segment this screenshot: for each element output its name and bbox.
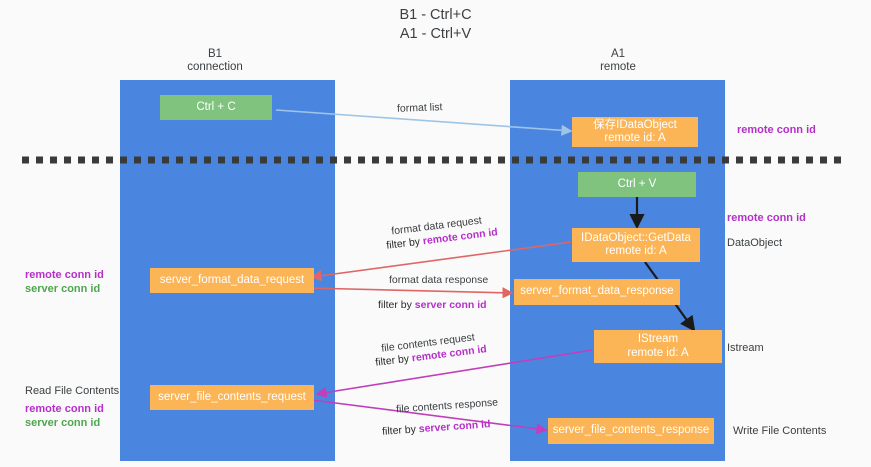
- box-save-idataobject[interactable]: 保存IDataObject remote id: A: [572, 117, 698, 147]
- column-header-a1-name: A1: [610, 48, 626, 60]
- annotation-left-server-conn-id-2: server conn id: [25, 417, 101, 429]
- filter-prefix: filter by: [378, 299, 415, 311]
- filter-prefix: filter by: [381, 423, 420, 438]
- annotation-dataobject: DataObject: [727, 237, 783, 249]
- filter-key-server-conn-id: server conn id: [414, 299, 487, 311]
- arrow-format-data-response: [307, 287, 514, 299]
- box-istream-line2: remote id: A: [627, 346, 689, 359]
- box-idataobject-getdata-line2: remote id: A: [605, 245, 667, 257]
- annotation-left-server-conn-id-1: server conn id: [25, 283, 101, 295]
- box-ctrl-c[interactable]: Ctrl + C: [160, 95, 272, 120]
- edge-label-file-contents-response: file contents response: [395, 396, 499, 416]
- box-server-format-data-response-label: server_format_data_response: [520, 285, 674, 298]
- box-server-format-data-request-label: server_format_data_request: [159, 273, 305, 286]
- annotation-remote-conn-id-top: remote conn id: [737, 124, 816, 136]
- filter-key-server-conn-id: server conn id: [418, 418, 491, 436]
- box-server-file-contents-response[interactable]: server_file_contents_response: [548, 418, 714, 444]
- page-title: B1 - Ctrl+C A1 - Ctrl+V: [0, 6, 871, 44]
- annotation-write-file-contents: Write File Contents: [733, 425, 827, 437]
- edge-label-format-list: format list: [396, 101, 443, 115]
- box-server-file-contents-response-label: server_file_contents_response: [552, 424, 710, 437]
- column-header-a1: A1 remote: [558, 48, 678, 74]
- edge-label-format-data-response: format data response: [389, 274, 489, 286]
- box-server-file-contents-request[interactable]: server_file_contents_request: [150, 385, 314, 410]
- box-server-file-contents-request-label: server_file_contents_request: [158, 390, 306, 403]
- box-save-idataobject-line1: 保存IDataObject: [593, 118, 677, 131]
- column-header-b1-sub: connection: [187, 61, 243, 73]
- column-header-b1-name: B1: [207, 48, 223, 60]
- box-istream[interactable]: IStream remote id: A: [594, 330, 722, 363]
- filter-prefix: filter by: [374, 352, 413, 369]
- box-ctrl-v[interactable]: Ctrl + V: [578, 172, 696, 197]
- column-header-b1: B1 connection: [155, 48, 275, 74]
- box-idataobject-getdata[interactable]: IDataObject::GetData remote id: A: [572, 228, 700, 262]
- annotation-left-remote-conn-id-2: remote conn id: [25, 403, 104, 415]
- edge-label-format-data-response-filter: filter by server conn id: [378, 298, 487, 312]
- annotation-read-file-contents: Read File Contents: [25, 385, 120, 397]
- box-ctrl-v-label: Ctrl + V: [617, 177, 657, 190]
- box-save-idataobject-line2: remote id: A: [604, 132, 666, 144]
- annotation-left-remote-conn-id-1: remote conn id: [25, 269, 104, 281]
- title-line-1: B1 - Ctrl+C: [399, 7, 472, 23]
- box-istream-line1: IStream: [637, 333, 679, 345]
- box-idataobject-getdata-line1: IDataObject::GetData: [581, 231, 691, 244]
- annotation-istream: Istream: [727, 342, 764, 354]
- box-ctrl-c-label: Ctrl + C: [196, 100, 236, 113]
- title-line-2: A1 - Ctrl+V: [399, 26, 472, 42]
- edge-label-file-contents-response-filter: filter by server conn id: [382, 417, 491, 439]
- column-header-a1-sub: remote: [600, 61, 636, 73]
- annotation-remote-conn-id-mid: remote conn id: [727, 212, 806, 224]
- box-server-format-data-response[interactable]: server_format_data_response: [514, 279, 680, 305]
- box-server-format-data-request[interactable]: server_format_data_request: [150, 268, 314, 293]
- filter-prefix: filter by: [385, 235, 424, 252]
